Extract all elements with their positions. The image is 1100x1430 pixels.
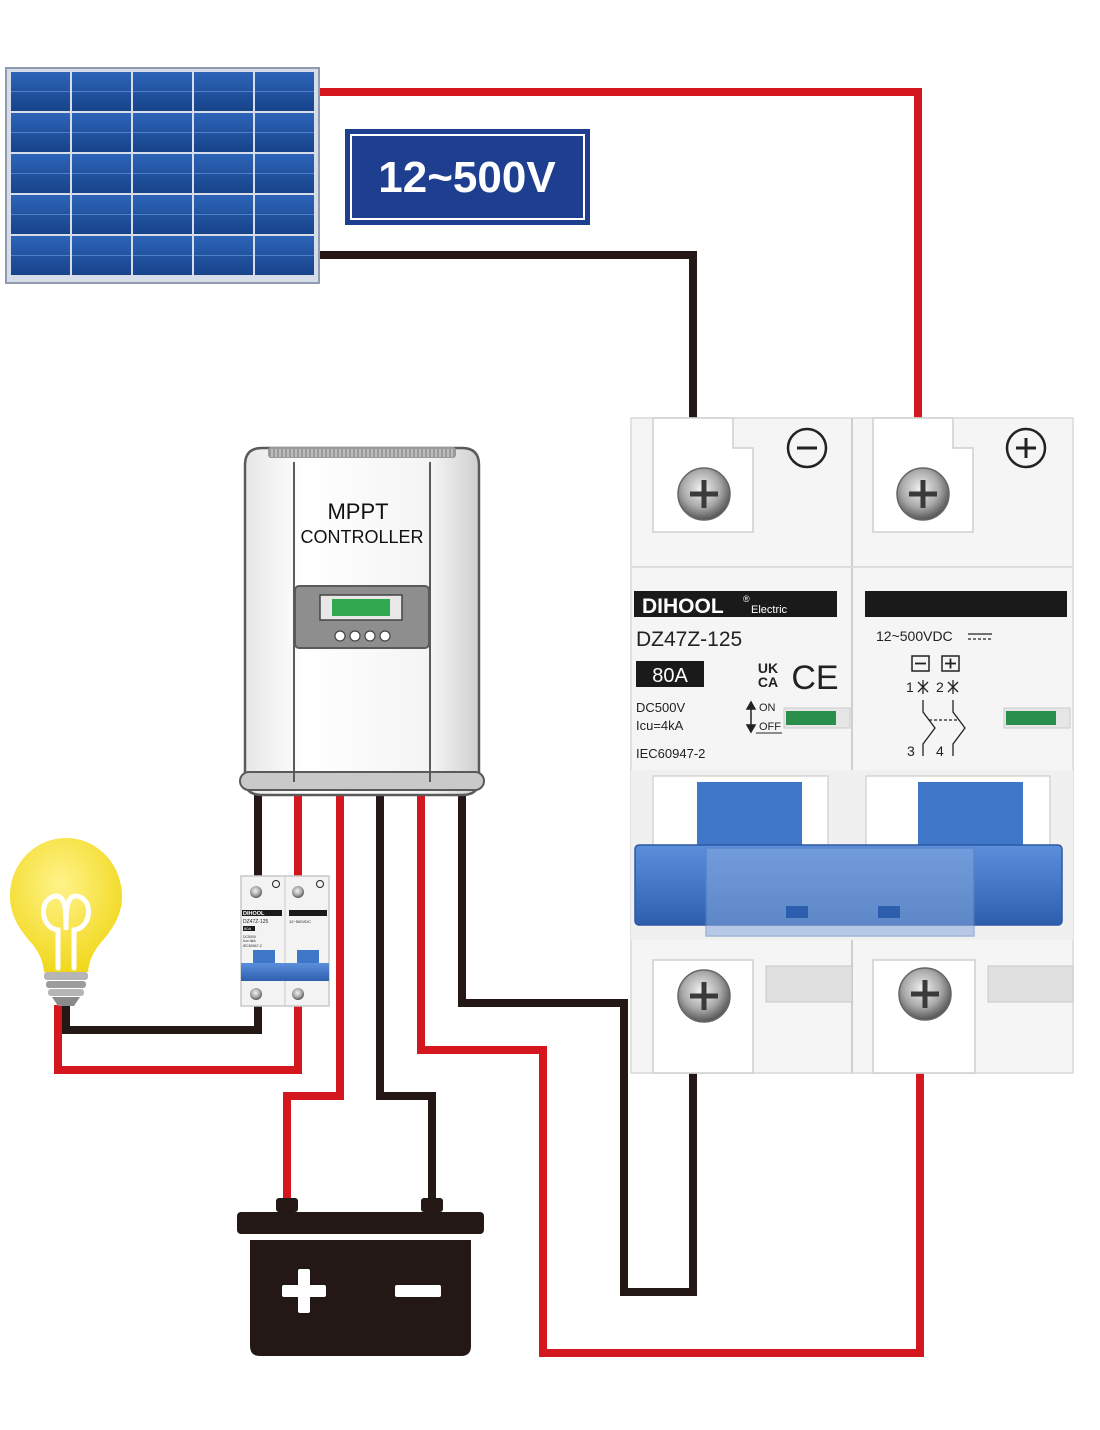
terminal-2: 2 (936, 679, 944, 695)
solar-panel (5, 67, 320, 284)
breaker-schematic-icon (917, 680, 966, 756)
breaker-brand: DIHOOL (642, 595, 724, 618)
mini-breaker-standard: IEC60947-2 (243, 944, 262, 948)
controller-title-line2: CONTROLLER (300, 527, 423, 547)
wires (54, 88, 924, 1357)
voltage-badge: 12~500V (345, 129, 590, 225)
wire-solar-positive (318, 88, 922, 420)
terminal-4: 4 (936, 743, 944, 759)
ukca-mark-top: UK (758, 660, 778, 676)
bottom-left-screw[interactable] (677, 969, 731, 1023)
wire-solar-negative (318, 251, 697, 420)
wire-battery-negative (376, 795, 436, 1212)
breaker-brand-reg: ® (743, 594, 750, 604)
breaker-model: DZ47Z-125 (636, 628, 742, 651)
pole-minus-icon (911, 655, 930, 672)
controller-button-2 (349, 630, 361, 642)
breaker-standard: IEC60947-2 (636, 746, 705, 761)
ukca-mark-bottom: CA (758, 674, 778, 690)
plus-icon (1005, 427, 1047, 469)
battery-terminal-positive (276, 1198, 298, 1212)
breaker-dc-rating: DC500V (636, 700, 685, 715)
breaker-brand-sub: Electric (751, 604, 788, 616)
ce-mark: CE (791, 659, 838, 697)
controller-button-3 (364, 630, 376, 642)
wire-load-positive-bottom (54, 1005, 302, 1074)
breaker-voltage-range: 12~500VDC (876, 628, 953, 644)
dc-symbol-icon (968, 633, 992, 640)
minus-icon (786, 427, 828, 469)
breaker-rating: 80A (652, 665, 688, 687)
mini-breaker-voltage: 12~500VDC (289, 919, 311, 924)
breaker-icu: Icu=4kA (636, 718, 684, 733)
light-bulb (10, 838, 122, 1006)
bulb-filament (41, 893, 91, 971)
battery-plus-icon (282, 1269, 326, 1313)
controller-button-1 (334, 630, 346, 642)
controller-title-line1: MPPT (327, 499, 388, 524)
mini-breaker: DIHOOL DZ47Z-125 12~500VDC 80A DC500V Ic… (240, 875, 330, 1007)
mini-breaker-handle[interactable] (241, 963, 329, 981)
wire-load-negative-bottom (62, 1005, 262, 1034)
off-label: OFF (759, 721, 781, 733)
pole-plus-icon (941, 655, 960, 672)
battery-terminal-negative (421, 1198, 443, 1212)
voltage-badge-text: 12~500V (378, 153, 556, 202)
mini-breaker-icu: Icu=4kA (243, 939, 256, 943)
mini-breaker-brand: DIHOOL (243, 911, 265, 917)
on-label: ON (759, 702, 776, 714)
terminal-1: 1 (906, 679, 914, 695)
controller-button-4 (379, 630, 391, 642)
battery (237, 1198, 484, 1356)
terminal-3: 3 (907, 743, 915, 759)
controller-buttons (334, 630, 391, 642)
bottom-right-screw[interactable] (898, 967, 952, 1021)
top-right-screw[interactable] (896, 467, 950, 521)
top-left-screw[interactable] (677, 467, 731, 521)
mppt-controller: MPPT CONTROLLER (239, 446, 485, 797)
mini-breaker-model: DZ47Z-125 (243, 919, 269, 925)
wire-battery-positive (283, 795, 344, 1212)
on-off-arrow-icon (745, 700, 757, 734)
wire-controller-pv-negative (458, 795, 697, 1296)
main-breaker: DIHOOL ® Electric DZ47Z-125 80A UK CA CE… (630, 417, 1074, 1074)
wire-controller-pv-positive (417, 795, 924, 1357)
mini-breaker-dc-rating: DC500V (243, 935, 257, 939)
mini-breaker-rating: 80A (244, 926, 251, 931)
battery-minus-icon (395, 1285, 441, 1297)
